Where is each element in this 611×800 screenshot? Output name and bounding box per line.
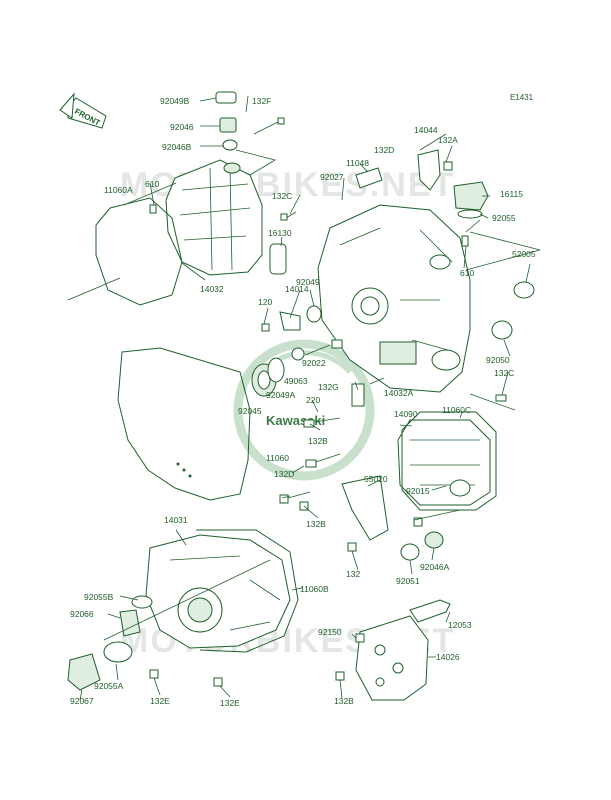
label-92150: 92150 — [318, 627, 342, 637]
seal-92046b — [222, 139, 238, 151]
label-132a: 132A — [438, 135, 458, 145]
label-11060a: 11060A — [104, 185, 133, 195]
bracket-55020 — [341, 475, 389, 541]
bearing-92046a — [424, 531, 444, 549]
label-132d-mid: 132D — [274, 469, 294, 479]
bracket-11048 — [355, 167, 383, 189]
crankcase-cover-14032a — [317, 204, 471, 393]
front-arrow-icon: FRONT — [59, 92, 107, 129]
cover-14090 — [397, 419, 491, 506]
bracket-14044 — [417, 149, 441, 191]
label-132: 132 — [346, 569, 360, 579]
label-132b-lower: 132B — [306, 519, 326, 529]
label-14031: 14031 — [164, 515, 188, 525]
gasket-11060 — [117, 347, 251, 501]
label-14032a: 14032A — [384, 388, 414, 398]
reference-code: E1431 — [510, 93, 534, 102]
label-92055: 92055 — [492, 213, 516, 223]
shaft-16130 — [269, 243, 287, 275]
label-12053: 12053 — [448, 620, 472, 630]
oil-seal-52005 — [513, 281, 535, 299]
o-ring-92055b — [131, 595, 153, 609]
label-16115: 16115 — [500, 189, 523, 199]
label-132b-mid: 132B — [308, 436, 328, 446]
label-132c-right: 132C — [494, 368, 514, 378]
label-14090: 14090 — [394, 409, 418, 419]
label-92022: 92022 — [302, 358, 326, 368]
oil-seal-92050 — [491, 320, 513, 340]
label-11060b: 11060B — [300, 584, 329, 594]
label-92049b: 92049B — [160, 96, 190, 106]
plug-92066 — [119, 609, 141, 637]
plug-92067 — [67, 653, 101, 691]
label-92055b: 92055B — [84, 592, 114, 602]
gasket-11060b — [196, 529, 299, 653]
shaft-12053 — [409, 599, 451, 623]
label-14044: 14044 — [414, 125, 438, 135]
label-92046b: 92046B — [162, 142, 192, 152]
o-ring-92055a — [103, 641, 133, 663]
label-92015: 92015 — [406, 486, 430, 496]
plate-14014 — [279, 311, 301, 331]
bolt-132g — [351, 383, 365, 407]
stud-92027 — [331, 339, 343, 349]
cover-14026 — [355, 615, 429, 701]
logo-text: Kawasaki — [266, 413, 325, 428]
label-92046a: 92046A — [420, 562, 450, 572]
bearing-92046 — [219, 117, 237, 133]
label-11060: 11060 — [266, 453, 289, 463]
label-610-right: 610 — [460, 268, 474, 278]
oil-seal-92049a — [267, 357, 285, 383]
label-92055a: 92055A — [94, 681, 124, 691]
oil-seal-92049 — [306, 305, 322, 323]
label-610-left: 610 — [145, 179, 159, 189]
label-132g: 132G — [318, 382, 339, 392]
gasket-11060c — [401, 411, 497, 511]
label-132e-left: 132E — [150, 696, 170, 706]
label-92045: 92045 — [238, 406, 262, 416]
label-120: 120 — [258, 297, 272, 307]
o-ring-92055 — [457, 209, 483, 219]
label-132c-top: 132C — [272, 191, 292, 201]
label-132e-right: 132E — [220, 698, 240, 708]
label-92049a: 92049A — [266, 390, 296, 400]
bearing-92049b — [215, 91, 237, 104]
gasket-11060a — [95, 197, 183, 306]
label-11060c: 11060C — [442, 405, 471, 415]
label-132b-bottom: 132B — [334, 696, 354, 706]
label-92051: 92051 — [396, 576, 420, 586]
label-92027: 92027 — [320, 172, 344, 182]
label-92046: 92046 — [170, 122, 194, 132]
label-92050: 92050 — [486, 355, 510, 365]
label-14032: 14032 — [200, 284, 224, 294]
label-14014: 14014 — [285, 284, 309, 294]
label-132f: 132F — [252, 96, 271, 106]
cap-16115 — [453, 181, 489, 211]
label-49063: 49063 — [284, 376, 308, 386]
label-52005: 52005 — [512, 249, 536, 259]
label-92049: 92049 — [296, 277, 320, 287]
bushing-92022 — [291, 347, 305, 361]
label-92066: 92066 — [70, 609, 94, 619]
bolt-120 — [261, 323, 270, 332]
label-92067: 92067 — [70, 696, 94, 706]
label-11048: 11048 — [346, 158, 369, 168]
oil-seal-92051 — [400, 543, 420, 561]
clutch-cover-14032 — [165, 159, 263, 276]
label-16130: 16130 — [268, 228, 292, 238]
label-220: 220 — [306, 395, 320, 405]
label-55020: 55020 — [364, 474, 388, 484]
part-labels: 92049B 132F 92046 92046B 610 11060A 132C… — [70, 96, 536, 708]
cover-14031 — [145, 534, 291, 649]
label-14026: 14026 — [436, 652, 460, 662]
label-132d-top: 132D — [374, 145, 394, 155]
